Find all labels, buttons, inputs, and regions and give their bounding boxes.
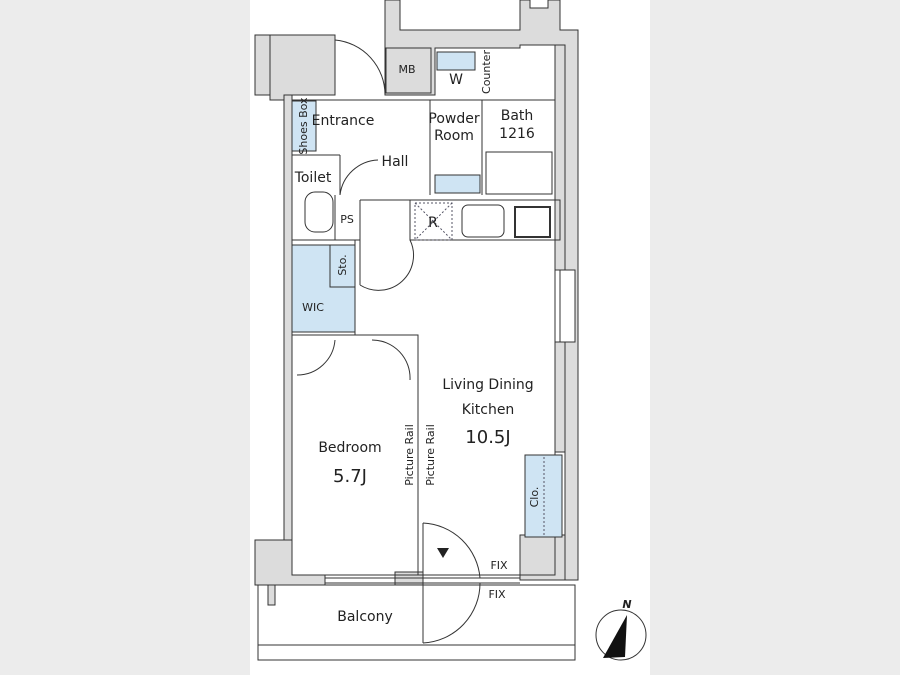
bedroom-label: Bedroom	[318, 440, 381, 456]
ps-label: PS	[340, 213, 354, 226]
storage-areas	[291, 51, 563, 538]
balcony-label: Balcony	[337, 609, 393, 625]
storage-label: Sto.	[336, 254, 349, 275]
entrance-door-swing	[334, 39, 386, 96]
refrigerator-label: R	[428, 215, 438, 231]
powder-room-label-2: Room	[434, 128, 474, 144]
toilet-label: Toilet	[294, 170, 332, 186]
bedroom-size: 5.7J	[333, 466, 367, 487]
shoes-box	[291, 100, 317, 152]
closet	[524, 454, 563, 538]
ldk-size: 10.5J	[465, 427, 510, 448]
sink-icon	[461, 204, 505, 238]
compass-north-label: N	[622, 598, 631, 611]
storage-closet	[329, 244, 356, 288]
washer-pan	[436, 51, 476, 71]
powder-room-label-1: Powder	[428, 111, 479, 127]
shoes-box-label: Shoes Box	[297, 97, 310, 155]
mb-label: MB	[398, 63, 415, 76]
ldk-label-2: Kitchen	[462, 402, 515, 418]
bathtub	[485, 151, 553, 195]
entry-arrow-icon	[437, 548, 449, 558]
kitchen-counter	[409, 199, 561, 241]
stove-icon	[514, 206, 551, 238]
ldk-label-1: Living Dining	[442, 377, 533, 393]
entrance-label: Entrance	[312, 113, 375, 129]
balcony-door-swing	[422, 522, 481, 579]
closet-label: Clo.	[528, 487, 541, 508]
toilet-fixture-icon	[304, 191, 334, 233]
vanity	[434, 174, 481, 194]
fix-inner-label: FIX	[490, 559, 508, 572]
floor-plan-sheet	[250, 0, 650, 675]
picture-rail-left: Picture Rail	[403, 424, 416, 486]
wic-label: WIC	[302, 301, 324, 314]
room-outlines	[257, 39, 576, 661]
bath-size-label: 1216	[499, 126, 535, 142]
refrigerator-space	[414, 202, 453, 241]
fix-outer-label: FIX	[488, 588, 506, 601]
counter-label: Counter	[480, 50, 493, 94]
bath-label: Bath	[501, 108, 534, 124]
room-labels: Entrance Shoes Box Hall Toilet PS MB W C…	[294, 50, 541, 625]
washer-label: W	[449, 72, 463, 88]
north-compass-icon: N	[595, 598, 647, 661]
hall-label: Hall	[382, 154, 409, 170]
picture-rail-right: Picture Rail	[424, 424, 437, 486]
